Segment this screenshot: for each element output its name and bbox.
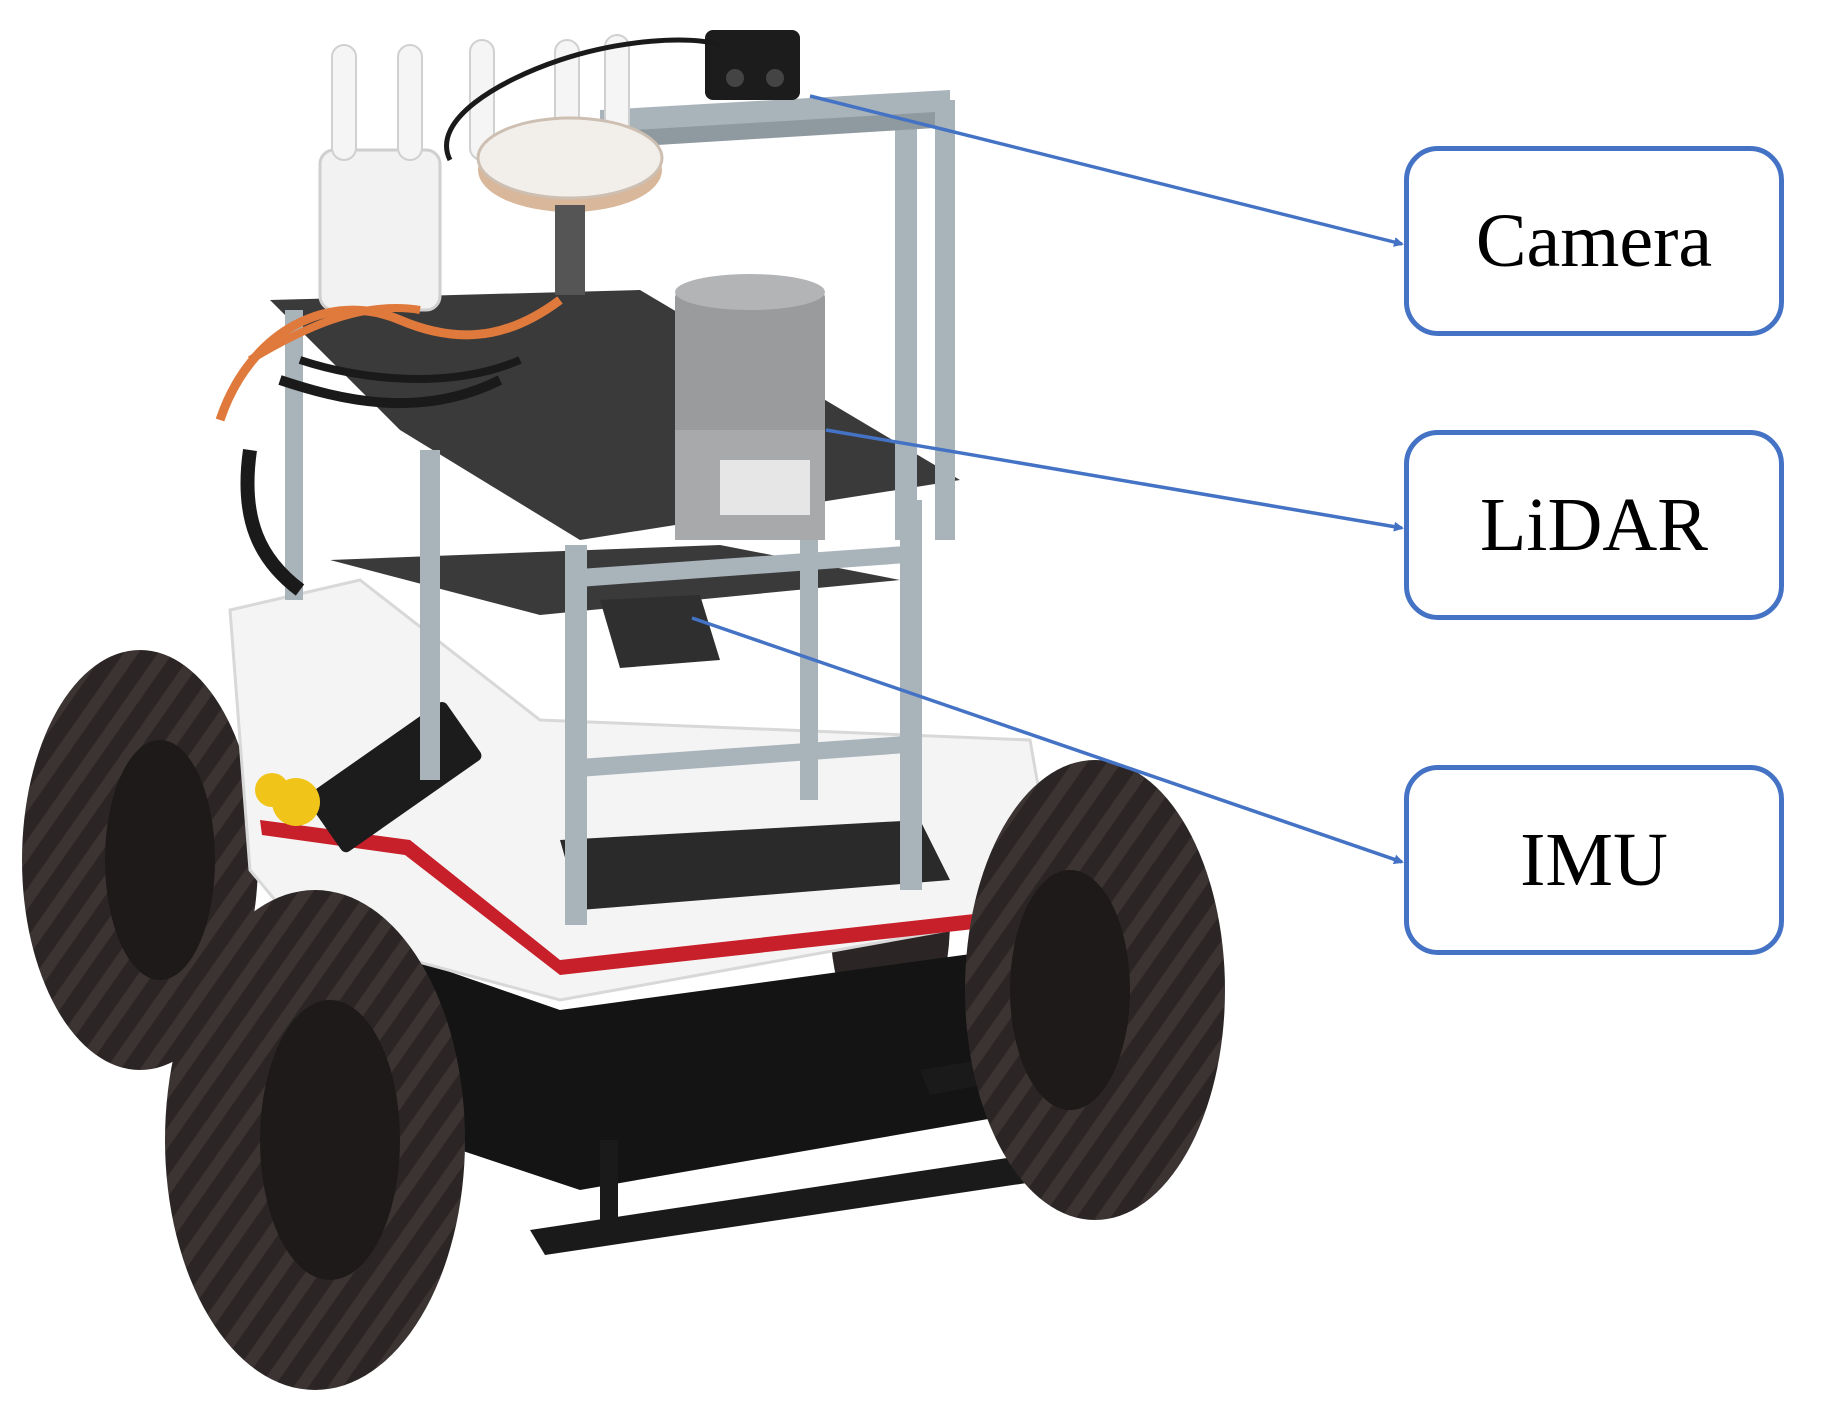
chassis bbox=[228, 578, 1062, 1190]
camera-label: Camera bbox=[1475, 198, 1713, 283]
robot-illustration bbox=[22, 30, 1225, 1390]
imu-arrow bbox=[691, 616, 1404, 865]
front-left-wheel bbox=[165, 890, 465, 1390]
camera-unit bbox=[705, 30, 800, 100]
imu-label: IMU bbox=[1520, 817, 1668, 902]
gnss-antenna bbox=[476, 116, 664, 295]
front-right-wheel bbox=[965, 760, 1225, 1220]
lidar-label: LiDAR bbox=[1480, 482, 1708, 567]
callout-arrows bbox=[691, 94, 1404, 865]
imu-label-box: IMU bbox=[1404, 765, 1784, 955]
lidar-arrow bbox=[825, 428, 1404, 532]
lidar-unit bbox=[675, 274, 825, 540]
camera-arrow bbox=[809, 94, 1404, 247]
lidar-label-box: LiDAR bbox=[1404, 430, 1784, 620]
imu-unit bbox=[600, 595, 720, 668]
rear-left-wheel bbox=[22, 650, 258, 1070]
cables bbox=[215, 37, 721, 596]
camera-label-box: Camera bbox=[1404, 146, 1784, 336]
